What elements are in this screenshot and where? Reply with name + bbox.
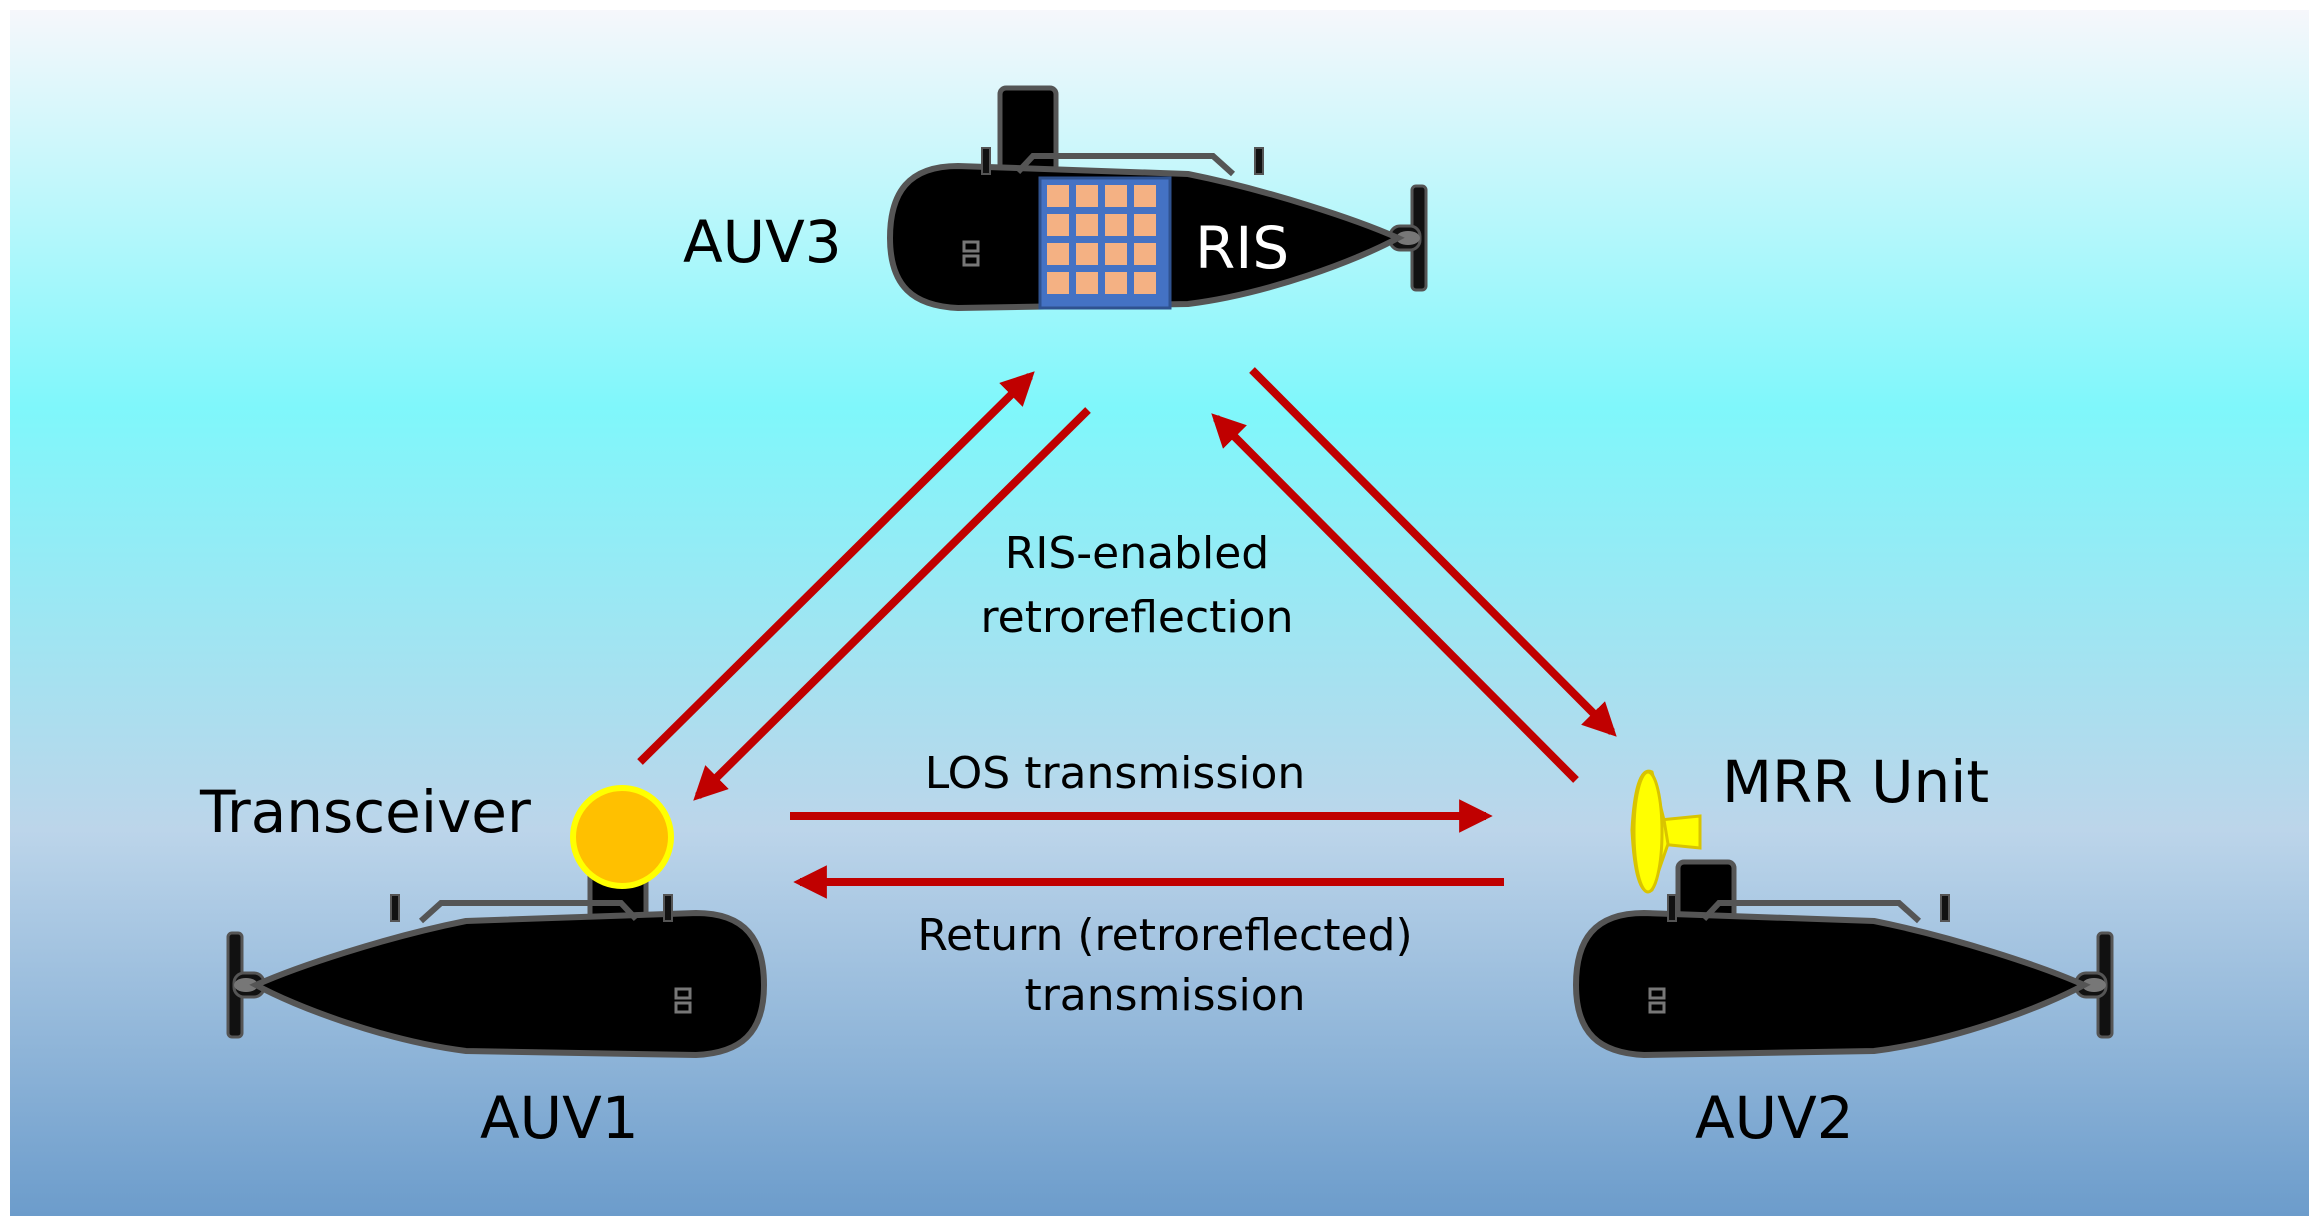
auv2-submarine bbox=[1576, 769, 2112, 1055]
auv1-submarine bbox=[228, 785, 764, 1055]
transceiver-icon bbox=[570, 785, 674, 889]
auv3-label: AUV3 bbox=[683, 208, 842, 276]
ris-path-label-line1: RIS-enabled bbox=[1005, 528, 1269, 579]
auv1-label: AUV1 bbox=[480, 1084, 639, 1152]
ris-panel-icon bbox=[1038, 176, 1172, 310]
transceiver-label: Transceiver bbox=[199, 778, 531, 846]
auv3-submarine: RIS bbox=[890, 85, 1426, 310]
arrow-ris-to-auv1 bbox=[693, 407, 1091, 801]
los-label: LOS transmission bbox=[925, 748, 1306, 799]
ris-label: RIS bbox=[1195, 214, 1289, 282]
mrr-unit-label: MRR Unit bbox=[1722, 748, 1989, 816]
return-label-line1: Return (retroreflected) bbox=[917, 910, 1412, 961]
return-label-line2: transmission bbox=[1024, 970, 1305, 1021]
auv2-label: AUV2 bbox=[1695, 1084, 1854, 1152]
ris-path-label-line2: retroreflection bbox=[981, 592, 1294, 643]
mrr-horn-icon bbox=[1630, 769, 1702, 894]
arrow-ris-to-mrr bbox=[1249, 367, 1617, 737]
arrow-mrr-to-ris bbox=[1211, 413, 1579, 783]
arrow-auv1-to-ris bbox=[637, 371, 1035, 765]
